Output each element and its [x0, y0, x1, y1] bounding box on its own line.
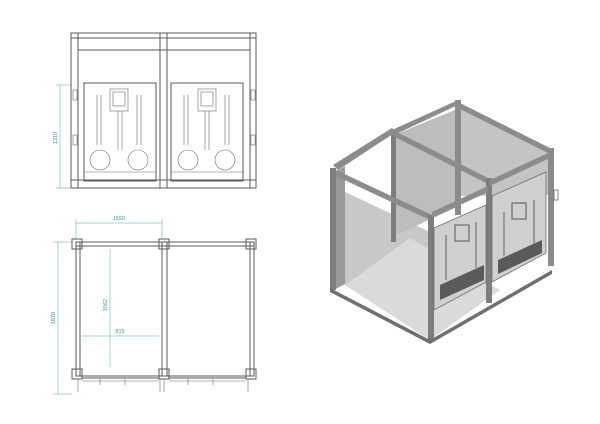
dimension-label-plan-depth: 1870: [51, 312, 57, 324]
dimension-front-height: 1310: [53, 84, 72, 189]
dimension-plan-inner-depth: 1562: [103, 249, 111, 367]
dimension-label-plan-inner-depth: 1562: [103, 299, 109, 311]
dimension-plan-width: 1550: [75, 216, 163, 240]
plan-view: 1550 1870 1562 815: [51, 216, 257, 395]
dimension-plan-inner-width: 815: [82, 329, 159, 337]
dimension-label-plan-width: 1550: [113, 216, 125, 222]
dimension-label-plan-inner-width: 815: [115, 329, 124, 335]
dimension-label-front-height: 1310: [53, 132, 59, 144]
dimension-plan-depth: 1870: [51, 241, 72, 395]
front-elevation-view: 1310: [53, 32, 257, 189]
isometric-view: [330, 100, 559, 344]
